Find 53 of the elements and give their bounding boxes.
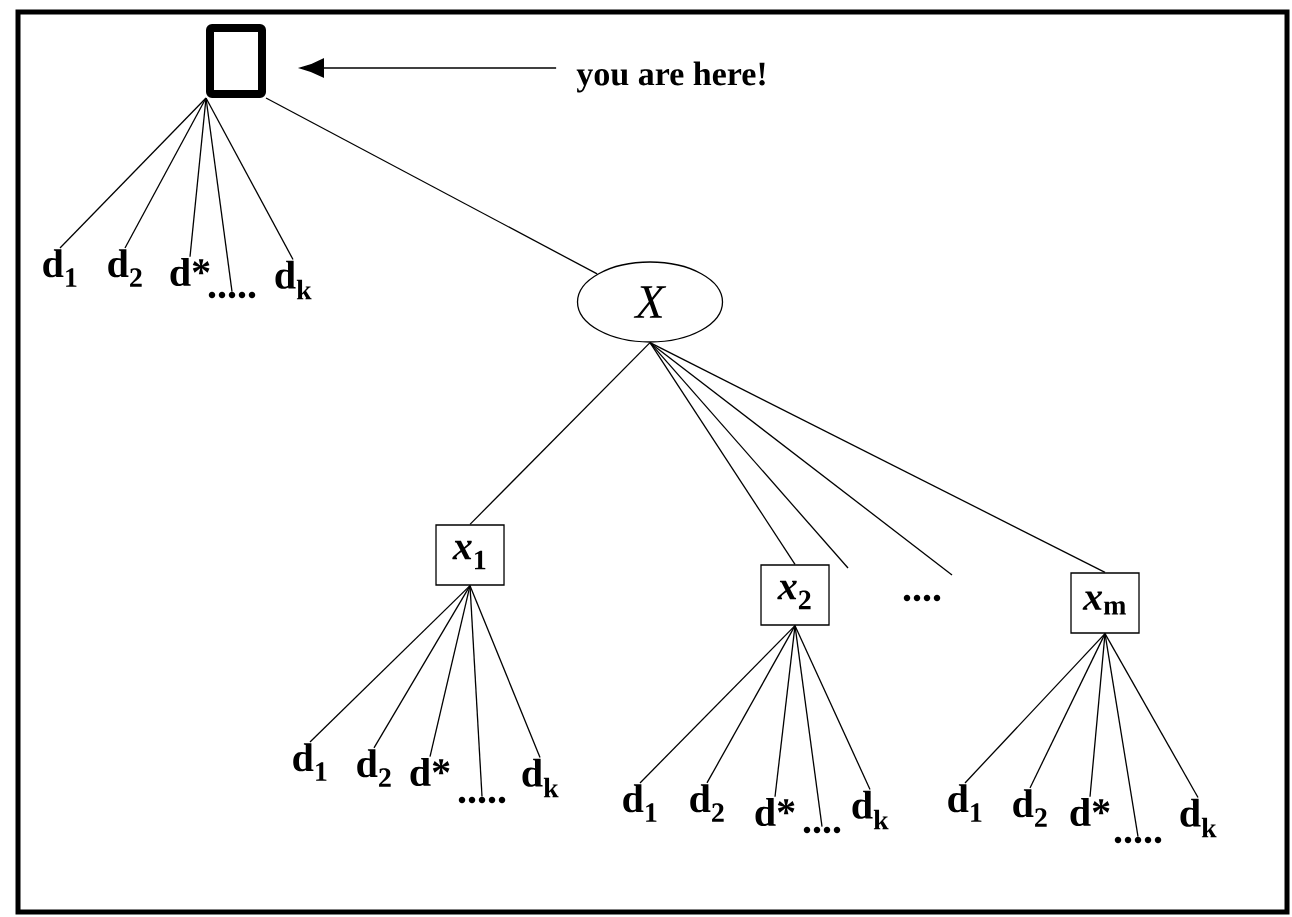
ellipsis-label: ..... bbox=[458, 796, 506, 804]
leaf-label: d$_{k}$ bbox=[522, 758, 559, 798]
connector-line bbox=[265, 97, 598, 275]
value-box: x$_{m}$ bbox=[1070, 572, 1140, 634]
leaf-label: d* bbox=[170, 257, 210, 287]
leaf-label: d$_{2}$ bbox=[357, 749, 391, 787]
connector-line bbox=[189, 97, 207, 258]
ellipsis-label: .... bbox=[803, 826, 841, 834]
connector-line bbox=[429, 585, 471, 758]
connector-line bbox=[469, 342, 651, 525]
leaf-label: d$_{2}$ bbox=[690, 784, 724, 822]
connector-line bbox=[124, 97, 207, 249]
connector-line bbox=[794, 625, 871, 791]
leaf-label: d$_{1}$ bbox=[623, 784, 657, 822]
connector-line bbox=[794, 625, 823, 828]
connector-line bbox=[1089, 633, 1106, 798]
connector-line bbox=[373, 585, 471, 749]
value-box: x$_{2}$ bbox=[760, 564, 830, 626]
connector-line bbox=[59, 97, 207, 249]
connector-line bbox=[639, 625, 796, 784]
leaf-label: d$_{k}$ bbox=[1180, 798, 1217, 838]
connector-line bbox=[964, 633, 1106, 784]
leaf-label: d$_{2}$ bbox=[1013, 789, 1047, 827]
leaf-label: d$_{1}$ bbox=[948, 784, 982, 822]
leaf-label: d$_{1}$ bbox=[293, 743, 327, 781]
connector-line bbox=[1104, 633, 1139, 838]
connector-line bbox=[469, 585, 483, 798]
square-box bbox=[206, 24, 266, 98]
connector-line bbox=[706, 625, 796, 784]
leaf-label: d* bbox=[755, 797, 795, 827]
note-text: you are here! bbox=[576, 61, 765, 93]
leaf-label: d$_{k}$ bbox=[852, 790, 889, 830]
connector-line bbox=[1029, 633, 1106, 789]
connector-line bbox=[469, 585, 541, 759]
connector-line bbox=[649, 342, 1106, 573]
connector-line bbox=[205, 97, 233, 293]
leaf-label: d$_{2}$ bbox=[108, 249, 142, 287]
connector-line bbox=[309, 585, 471, 743]
leaf-label: d* bbox=[1070, 797, 1110, 827]
connector-line bbox=[1104, 633, 1199, 799]
connector-line bbox=[205, 97, 294, 261]
connector-line bbox=[649, 342, 796, 565]
value-box: x$_{1}$ bbox=[435, 524, 505, 586]
connector-line bbox=[649, 342, 849, 569]
ellipsis-label: ..... bbox=[1114, 836, 1162, 844]
ellipsis-label: ..... bbox=[208, 291, 256, 299]
connector-line bbox=[774, 625, 796, 798]
leaf-label: d$_{k}$ bbox=[275, 260, 312, 300]
connector-line bbox=[649, 342, 953, 576]
leaf-label: d* bbox=[410, 757, 450, 787]
arrow bbox=[300, 58, 557, 78]
ellipsis-label: .... bbox=[903, 594, 941, 602]
leaf-label: d$_{1}$ bbox=[43, 249, 77, 287]
